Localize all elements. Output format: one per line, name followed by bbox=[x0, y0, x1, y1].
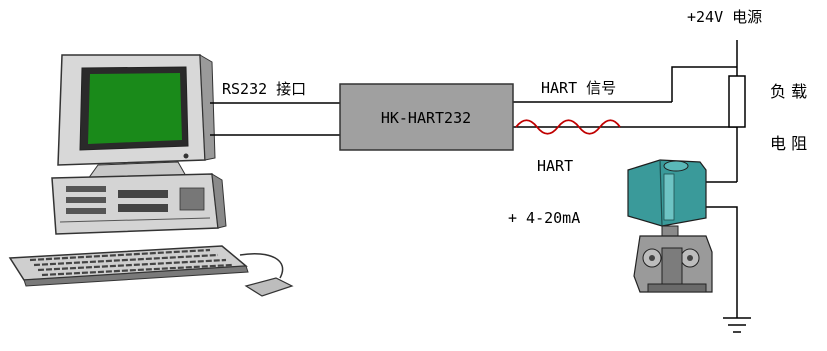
load-label-line2: 电 阻 bbox=[770, 134, 807, 153]
resistor-icon bbox=[728, 75, 746, 128]
wiring bbox=[210, 40, 738, 318]
current-label: + 4-20mA bbox=[508, 209, 580, 227]
device-label: HK-HART232 bbox=[381, 109, 471, 127]
rs232-label: RS232 接口 bbox=[222, 80, 306, 98]
hart-label: HART bbox=[537, 157, 573, 175]
pressure-transmitter-icon bbox=[627, 159, 713, 293]
load-label-line1: 负 载 bbox=[770, 82, 807, 101]
ground-icon bbox=[723, 317, 751, 333]
hart-signal-label: HART 信号 bbox=[541, 79, 616, 97]
hk-hart232-module: HK-HART232 bbox=[339, 83, 514, 151]
hart-wave bbox=[515, 119, 621, 135]
desktop-computer-icon bbox=[8, 54, 294, 297]
power-label: +24V 电源 bbox=[687, 8, 762, 26]
monitor-screen bbox=[88, 73, 182, 144]
